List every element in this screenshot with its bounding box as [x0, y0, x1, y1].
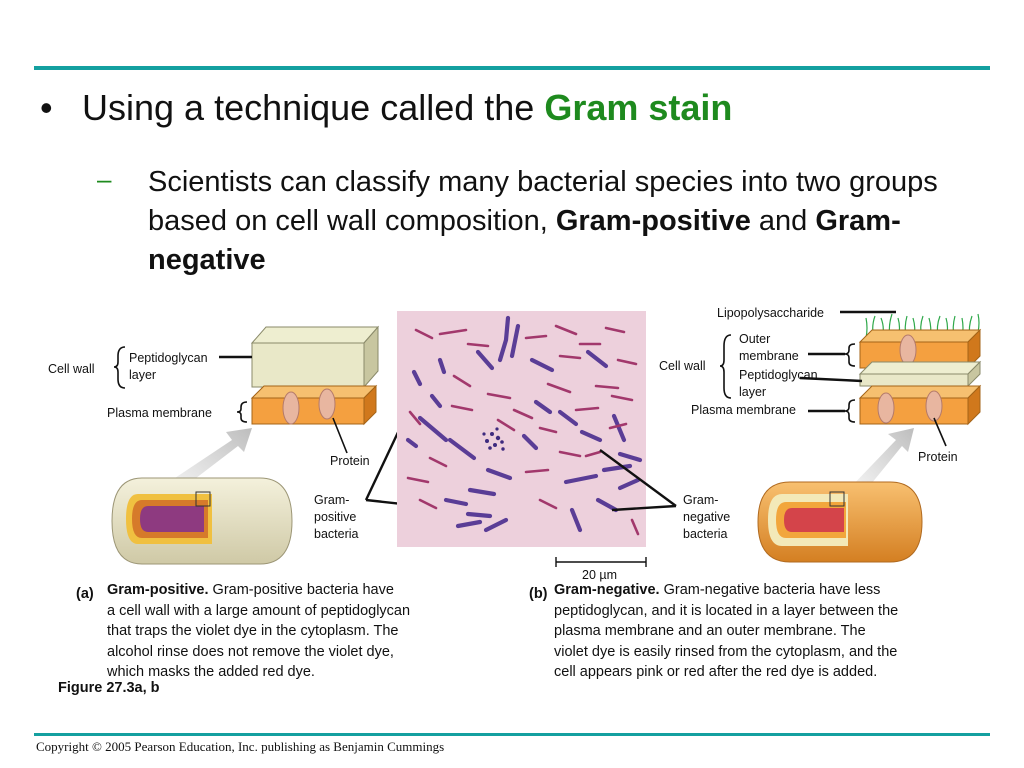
caption-b-text-1: Gram-negative bacteria have less: [659, 582, 881, 598]
caption-b-title: Gram-negative.: [554, 582, 660, 598]
caption-a-line-1: Gram-positive. Gram-positive bacteria ha…: [107, 580, 394, 601]
gram-negative-bacteria-label-3: bacteria: [683, 527, 728, 541]
gram-negative-bacteria-label-1: Gram-: [683, 493, 719, 507]
left-protein-label: Protein: [330, 454, 370, 468]
sub-text-2: and: [750, 205, 816, 237]
gram-positive-bacteria-label-3: bacteria: [314, 527, 359, 541]
bullet-text: Using a technique called the: [82, 87, 545, 128]
sub-bold-1: Gram-positive: [555, 205, 751, 237]
left-cell-wall-label: Cell wall: [48, 362, 95, 376]
caption-a-line-2: a cell wall with a large amount of pepti…: [107, 602, 411, 619]
lipopolysaccharide-label: Lipopolysaccharide: [717, 306, 825, 320]
gram-negative-leaders: [599, 310, 947, 512]
caption-b-letter: (b): [529, 586, 548, 602]
outer-membrane-label-1: Outer: [739, 332, 771, 346]
gram-stain-micrograph: [397, 311, 646, 547]
sub-text-1: Scientists can classify many bacterial s…: [148, 166, 938, 237]
main-bullet: • Using a technique called the Gram stain: [40, 86, 732, 130]
scale-bar: [555, 557, 647, 567]
gram-negative-cell-icon: [757, 481, 923, 563]
gram-positive-bacteria-label-1: Gram-: [314, 493, 350, 507]
gram-positive-bacteria-label-2: positive: [314, 510, 357, 524]
left-plasma-membrane-label: Plasma membrane: [107, 406, 212, 420]
scale-bar-label: 20 µm: [582, 568, 617, 582]
right-plasma-membrane-label: Plasma membrane: [691, 403, 796, 417]
dash-icon: –: [97, 164, 112, 194]
left-layer-label: layer: [129, 368, 157, 382]
caption-b-line-3: plasma membrane and an outer membrane. T…: [554, 623, 866, 639]
caption-a-title: Gram-positive.: [107, 582, 209, 598]
outer-membrane-label-2: membrane: [739, 349, 799, 363]
sub-bullet-text: Scientists can classify many bacterial s…: [148, 163, 988, 280]
right-cell-wall-label: Cell wall: [659, 359, 706, 373]
right-layer-label: layer: [739, 385, 767, 399]
gram-negative-layer-diagram: [858, 313, 982, 426]
sub-bold-2: Gram-negative: [148, 205, 901, 276]
caption-b-line-2: peptidoglycan, and it is located in a la…: [554, 602, 899, 619]
top-divider: [34, 66, 990, 70]
caption-a-letter: (a): [76, 586, 94, 602]
bullet-icon: •: [40, 87, 53, 128]
right-protein-label: Protein: [918, 450, 958, 464]
gram-negative-bacteria-label-2: negative: [683, 510, 731, 524]
bullet-highlight: Gram stain: [544, 87, 733, 128]
gram-positive-layer-diagram: [250, 325, 380, 426]
caption-b-line-1: Gram-negative. Gram-negative bacteria ha…: [554, 580, 880, 601]
left-peptidoglycan-label: Peptidoglycan: [129, 351, 208, 365]
caption-a-line-3: that traps the violet dye in the cytopla…: [107, 623, 399, 639]
figure-label: Figure 27.3a, b: [58, 680, 160, 696]
gram-positive-cell-icon: [111, 477, 293, 565]
caption-b-line-5: cell appears pink or red after the red d…: [554, 664, 878, 680]
right-peptidoglycan-label: Peptidoglycan: [739, 368, 818, 382]
caption-a-line-5: which masks the added red dye.: [107, 664, 315, 680]
copyright-text: Copyright © 2005 Pearson Education, Inc.…: [36, 739, 445, 754]
caption-a-line-4: alcohol rinse does not remove the violet…: [107, 643, 394, 660]
bottom-divider: [34, 733, 990, 736]
caption-b-line-4: violet dye is easily rinsed from the cyt…: [554, 643, 898, 660]
caption-a-text-1: Gram-positive bacteria have: [208, 582, 394, 598]
